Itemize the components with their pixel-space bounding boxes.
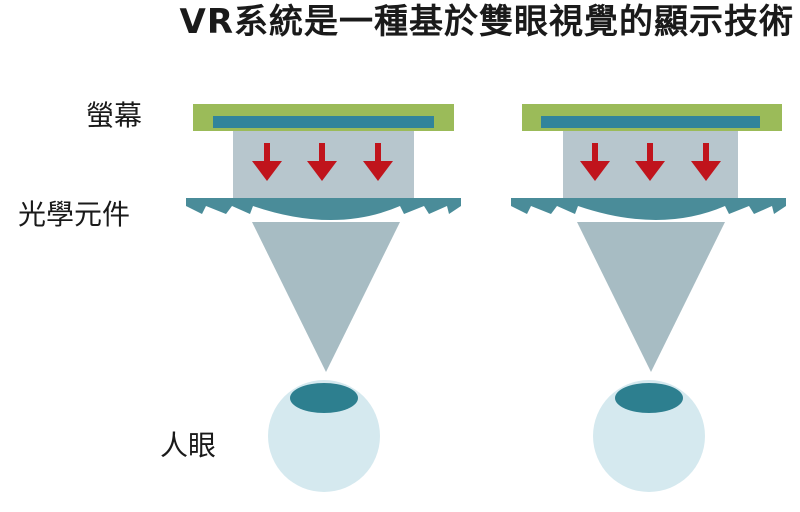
right-pupil [615, 383, 683, 413]
left-pupil [290, 383, 358, 413]
label-eye: 人眼 [160, 429, 217, 462]
label-screen: 螢幕 [86, 99, 143, 132]
right-optical-element [511, 198, 786, 220]
left-optical-element [186, 198, 461, 220]
right-eye-assembly [511, 104, 786, 492]
left-screen-panel [213, 116, 434, 128]
right-eyeball [593, 380, 705, 492]
left-eye-assembly [186, 104, 461, 492]
right-screen-panel [541, 116, 760, 128]
label-optics: 光學元件 [18, 198, 131, 231]
left-light-cone [252, 222, 400, 372]
diagram-title: VR系統是一種基於雙眼視覺的顯示技術 [179, 2, 794, 42]
left-eyeball [268, 380, 380, 492]
right-light-cone [577, 222, 725, 372]
